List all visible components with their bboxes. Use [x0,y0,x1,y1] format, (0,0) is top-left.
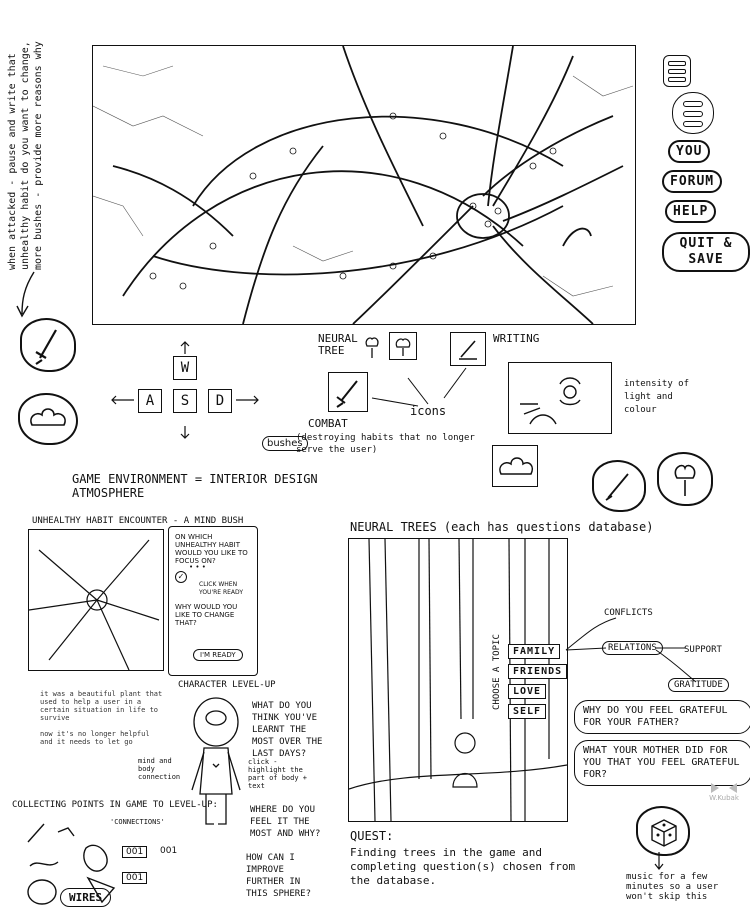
character-figure[interactable] [186,694,246,844]
wires-badge: WIRES [60,888,112,907]
bush-cloud-button[interactable] [18,393,78,445]
logo-icon [711,783,737,793]
topic-family[interactable]: FAMILY [508,644,561,659]
dice-icon [651,819,677,847]
combat-label: COMBAT [308,417,348,430]
signature-logo: W.Kubak [706,782,742,802]
connections-label: 'CONNECTIONS' [110,818,165,826]
bush-button[interactable] [492,445,538,487]
writing-label: WRITING [493,332,540,345]
mind-bush-illustration [93,46,634,324]
icon-pointer-lines [371,367,467,407]
combat-note: (destroying habits that no longer serve … [296,433,475,455]
tree-icon [395,338,411,356]
quest-text: Finding trees in the game and completing… [350,846,576,887]
support-label: SUPPORT [684,645,722,655]
music-note: music for a few minutes so a user won't … [626,872,719,902]
relations-node[interactable]: RELATIONS [602,641,663,655]
conflicts-label: CONFLICTS [604,608,653,618]
menu-item-you[interactable]: YOU [668,140,711,163]
encounter-view [28,529,164,671]
hamburger-menu-icon[interactable] [663,55,691,87]
bush-icon [30,408,66,426]
pen-icon [459,340,477,360]
encounter-q2: WHY WOULD YOU LIKE TO CHANGE THAT? [175,603,238,627]
points-counter-3: 001 [122,872,148,884]
light-intensity-panel [508,362,612,434]
dice-cloud-button[interactable] [636,806,690,856]
encounter-q1: ON WHICH UNHEALTHY HABIT WOULD YOU LIKE … [175,533,248,565]
choose-topic-label: CHOOSE A TOPIC [492,634,502,710]
writing-button[interactable] [450,332,486,366]
topic-connector-lines [565,617,697,683]
character-title: CHARACTER LEVEL-UP [178,680,276,690]
arrow-icon [16,271,35,318]
character-q2: WHERE DO YOU FEEL IT THE MOST AND WHY? [250,805,321,839]
menu-item-forum[interactable]: FORUM [662,170,723,193]
key-d[interactable]: D [208,389,232,413]
bushes-tag: bushes [262,436,308,451]
im-ready-button[interactable]: I'M READY [193,649,243,661]
question-father[interactable]: WHY DO YOU FEEL GRATEFUL FOR YOUR FATHER… [574,700,750,734]
encounter-title: UNHEALTHY HABIT ENCOUNTER - A MIND BUSH [32,516,244,526]
sword-icon [35,329,57,365]
sword-icon [336,380,358,408]
neural-title: NEURAL TREES (each has questions databas… [350,520,654,534]
light-note: intensity of light and colour [624,379,690,415]
ready-hint: CLICK WHEN YOU'RE READY [199,581,243,596]
mind-body-note: mind and body connection [138,757,181,781]
tree-icon [365,337,379,358]
game-view[interactable] [92,45,636,325]
tree-icon [674,464,696,496]
encounter-dialog: ON WHICH UNHEALTHY HABIT WOULD YOU LIKE … [168,526,258,676]
environment-line: GAME ENVIRONMENT = INTERIOR DESIGN ATMOS… [72,472,318,500]
light-icon [520,377,581,425]
left-margin-note: when attacked - pause and write that unh… [7,41,44,270]
neural-tree-view[interactable] [348,538,568,822]
points-counter-2: 001 [160,846,178,856]
encounter-note-2: now it's no longer helpful and it needs … [40,730,150,746]
tree-cloud-button[interactable] [657,452,713,506]
topic-love[interactable]: LOVE [508,684,547,699]
topic-friends[interactable]: FRIENDS [508,664,568,679]
question-mother[interactable]: WHAT YOUR MOTHER DID FOR YOU THAT YOU FE… [574,740,750,786]
key-s[interactable]: S [173,389,197,413]
gratitude-node[interactable]: GRATITUDE [668,678,729,692]
character-q3: HOW CAN I IMPROVE FURTHER IN THIS SPHERE… [246,853,312,899]
check-icon[interactable]: ✓ [175,571,187,583]
quest-label: QUEST: [350,829,394,843]
menu-item-help[interactable]: HELP [665,200,717,223]
mind-bush-icon [29,539,160,670]
icons-label: icons [410,404,447,418]
encounter-note-1: it was a beautiful plant that used to he… [40,690,163,722]
neural-tree-button[interactable] [389,332,417,360]
menu-item-quit-save[interactable]: QUIT & SAVE [662,232,750,272]
bush-icon [499,457,534,475]
points-counter-1: 001 [122,846,148,858]
menu-cloud-icon[interactable] [672,92,714,134]
character-q1: WHAT DO YOU THINK YOU'VE LEARNT THE MOST… [252,701,323,759]
direction-arrows-icon [111,341,259,439]
encounter-dots: • • • [189,563,206,571]
combat-button[interactable] [328,372,368,412]
combat-cloud-button[interactable] [20,318,76,372]
arrow-down-icon [654,852,664,870]
collect-title: COLLECTING POINTS IN GAME TO LEVEL-UP: [12,800,218,810]
key-a[interactable]: A [138,389,162,413]
writing-cloud-button[interactable] [592,460,646,512]
click-note: click - highlight the part of body + tex… [248,758,308,790]
topic-self[interactable]: SELF [508,704,547,719]
forest-illustration [349,539,567,821]
key-w[interactable]: W [173,356,197,380]
pen-icon [605,473,629,501]
neural-tree-label: NEURAL TREE [318,332,358,357]
